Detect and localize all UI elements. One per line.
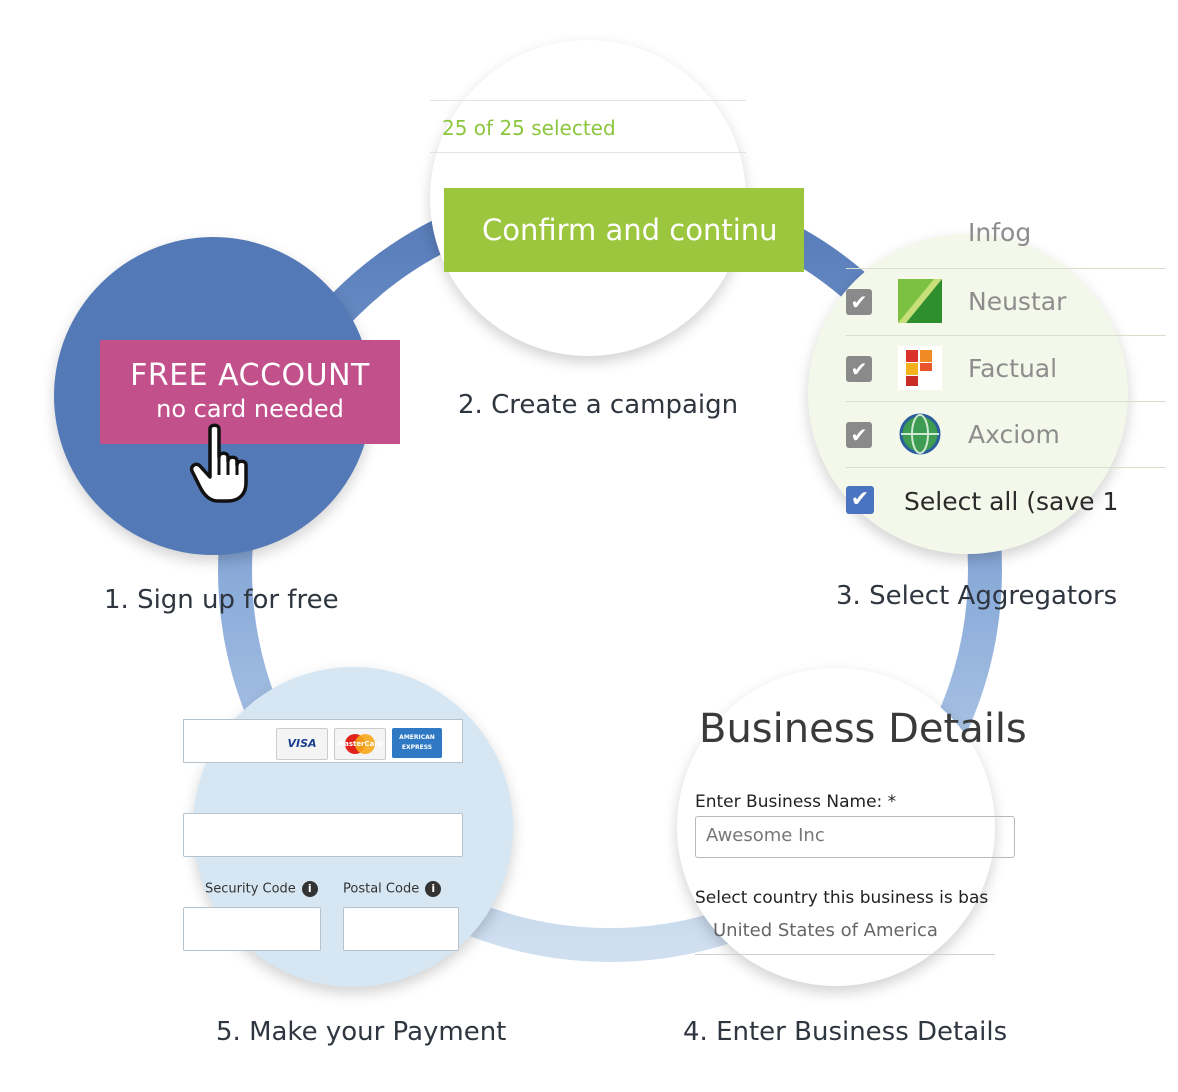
- card-number-field[interactable]: VISA MasterCard AMERICAN EXPRESS: [183, 719, 463, 763]
- checkbox-icon[interactable]: ✔: [846, 289, 872, 315]
- security-code-text: Security Code: [205, 881, 296, 897]
- business-name-label: Enter Business Name: *: [695, 792, 897, 812]
- step2-caption: 2. Create a campaign: [458, 390, 739, 420]
- country-label: Select country this business is bas: [695, 888, 989, 908]
- step1-circle: FREE ACCOUNT no card needed: [54, 237, 400, 555]
- aggregator-row-axciom[interactable]: ✔ Axciom: [846, 401, 1166, 468]
- confirm-continue-button[interactable]: Confirm and continu: [444, 188, 804, 272]
- info-icon[interactable]: i: [301, 881, 318, 897]
- postal-code-label: Postal Code i: [343, 881, 442, 897]
- factual-logo-icon: [898, 346, 942, 390]
- mastercard-label: MasterCard: [337, 740, 383, 748]
- amex-card-icon: AMERICAN EXPRESS: [392, 728, 442, 758]
- postal-code-text: Postal Code: [343, 881, 420, 897]
- select-all-label[interactable]: Select all (save 1: [904, 487, 1119, 516]
- aggregator-name: Factual: [968, 354, 1058, 383]
- security-code-input[interactable]: [183, 907, 321, 951]
- step4-caption: 4. Enter Business Details: [683, 1017, 1008, 1047]
- business-name-input[interactable]: Awesome Inc: [695, 816, 1015, 858]
- info-icon[interactable]: i: [425, 881, 442, 897]
- aggregator-row-factual[interactable]: ✔ Factual: [846, 335, 1166, 402]
- divider: [430, 152, 746, 153]
- free-account-title: FREE ACCOUNT: [130, 358, 370, 393]
- mastercard-icon: MasterCard: [334, 728, 386, 760]
- selected-count: 25 of 25 selected: [442, 116, 616, 140]
- aggregator-name: Axciom: [968, 420, 1060, 449]
- step1-caption: 1. Sign up for free: [104, 585, 339, 615]
- step2-circle: 25 of 25 selected Confirm and continu: [430, 40, 804, 356]
- step5-circle: VISA MasterCard AMERICAN EXPRESS Securit…: [183, 667, 513, 987]
- hand-pointer-icon: [189, 423, 248, 503]
- step3-caption: 3. Select Aggregators: [836, 581, 1118, 611]
- step5-caption: 5. Make your Payment: [216, 1017, 507, 1047]
- aggregator-row-neustar[interactable]: ✔ Neustar: [846, 268, 1166, 335]
- visa-card-icon: VISA: [276, 728, 328, 760]
- partial-aggregator-name: Infog: [968, 218, 1032, 247]
- country-select[interactable]: United States of America: [713, 920, 938, 941]
- step4-circle: Business Details Enter Business Name: * …: [677, 668, 1027, 986]
- divider: [430, 100, 746, 101]
- checkbox-icon[interactable]: ✔: [846, 422, 872, 448]
- free-account-button[interactable]: FREE ACCOUNT no card needed: [100, 340, 400, 444]
- step3-circle: Infog ✔ Neustar ✔ Factual ✔ Axciom: [808, 218, 1166, 554]
- axciom-globe-icon: [899, 413, 941, 455]
- select-underline: [695, 954, 995, 955]
- security-code-label: Security Code i: [205, 881, 318, 897]
- mastercard-circles-icon: [345, 734, 375, 754]
- business-details-title: Business Details: [699, 706, 1027, 752]
- select-all-checkbox-icon[interactable]: ✔: [846, 486, 874, 514]
- postal-code-input[interactable]: [343, 907, 459, 951]
- aggregator-name: Neustar: [968, 287, 1067, 316]
- checkbox-icon[interactable]: ✔: [846, 356, 872, 382]
- divider: [846, 467, 1166, 534]
- neustar-logo-icon: [898, 279, 942, 323]
- cardholder-name-input[interactable]: [183, 813, 463, 857]
- free-account-subtitle: no card needed: [156, 395, 344, 423]
